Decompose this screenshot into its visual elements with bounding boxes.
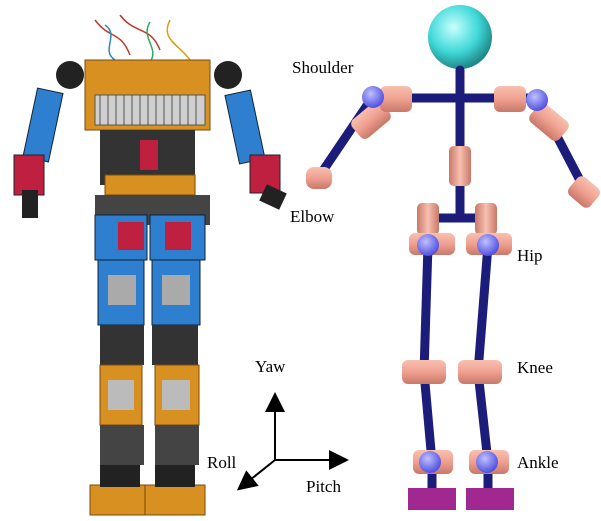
left-shin-link <box>424 372 432 462</box>
right-shin-link <box>478 372 488 462</box>
right-knee-actuator <box>458 360 502 384</box>
left-hip-joint <box>417 234 439 256</box>
label-ankle: Ankle <box>517 453 559 473</box>
left-shoulder-joint <box>362 86 384 108</box>
label-shoulder: Shoulder <box>292 58 353 78</box>
axis-label-pitch: Pitch <box>306 477 341 497</box>
label-elbow: Elbow <box>290 207 334 227</box>
left-knee-actuator <box>402 360 446 384</box>
right-elbow-actuator <box>566 174 601 210</box>
right-shoulder-yaw-actuator <box>494 86 526 112</box>
left-elbow-joint <box>307 167 329 189</box>
model-head <box>428 5 492 69</box>
right-shoulder-joint <box>526 89 548 111</box>
axis-label-yaw: Yaw <box>255 357 285 377</box>
right-ankle-joint <box>476 451 498 473</box>
right-thigh-link <box>478 245 488 372</box>
label-hip: Hip <box>517 246 543 266</box>
left-ankle-joint <box>419 451 441 473</box>
waist-actuator <box>449 146 471 186</box>
right-foot <box>466 488 514 510</box>
axis-label-roll: Roll <box>207 453 236 473</box>
left-foot <box>408 488 456 510</box>
left-shoulder-yaw-actuator <box>380 86 412 112</box>
left-hip-yaw-actuator <box>417 203 439 235</box>
label-knee: Knee <box>517 358 553 378</box>
right-hip-joint <box>477 234 499 256</box>
right-hip-yaw-actuator <box>475 203 497 235</box>
left-thigh-link <box>424 245 428 372</box>
